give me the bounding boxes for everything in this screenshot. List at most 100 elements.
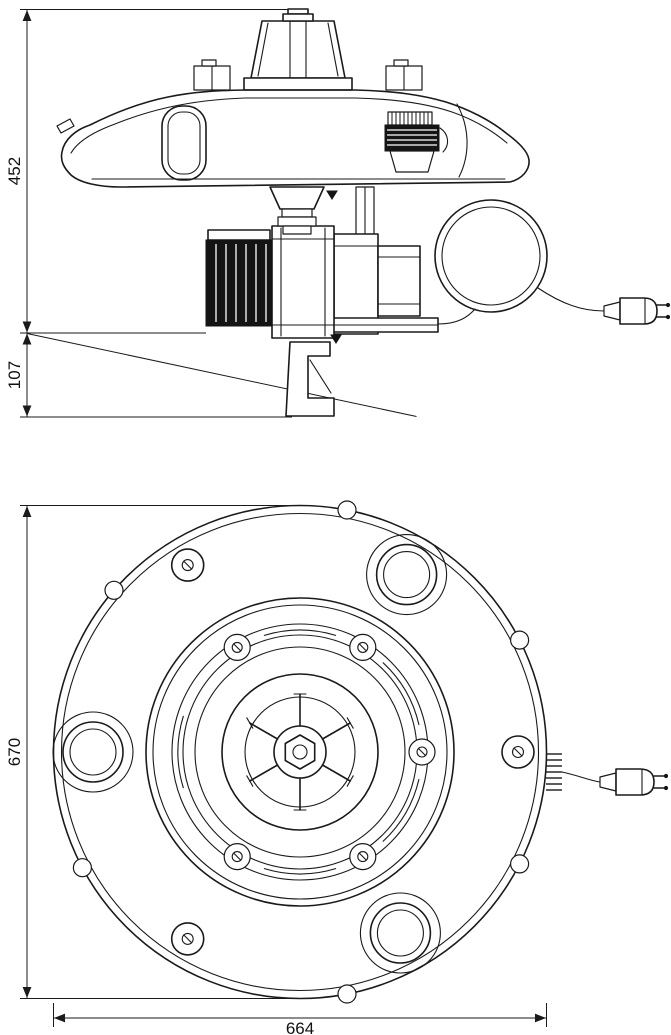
hub-hex-nut: [284, 734, 316, 770]
spoke: [249, 764, 279, 782]
bracket-outline: [285, 341, 335, 417]
ring-arc: [382, 662, 420, 726]
opening-lobe: [366, 534, 448, 616]
opening-lobe: [359, 892, 441, 974]
opening-outer: [62, 721, 124, 783]
mounting-bracket: [285, 334, 342, 417]
cone-cap-lower: [282, 13, 314, 22]
hub-ring-arcs: [177, 629, 420, 875]
power-cable-side: [434, 199, 671, 325]
float-outline: [60, 89, 530, 188]
hub-circle-78: [221, 673, 379, 831]
hub-circle-128: [171, 623, 429, 881]
power-plug-plan: [599, 768, 669, 796]
rim-notch: [104, 580, 124, 600]
bracket-diagonal: [309, 359, 332, 394]
spoke-tip: [246, 775, 254, 787]
screw-boss: [170, 548, 205, 582]
cable-run-right: [537, 287, 605, 312]
screw: [408, 738, 436, 766]
plan-width-dim-label: 664: [286, 1019, 314, 1035]
power-plug-side: [603, 297, 671, 325]
screw-boss: [170, 922, 205, 956]
rim-notch: [509, 854, 530, 874]
screw-slot: [183, 560, 193, 570]
screw-boss: [501, 735, 535, 769]
side-box-left-tab: [201, 59, 217, 67]
cable-coil-outer: [434, 199, 548, 313]
hub-center-hole: [292, 744, 308, 760]
side-box-right-tab: [393, 59, 409, 67]
clamp-block: [384, 124, 440, 152]
shaft-ring-1: [281, 208, 313, 218]
opening-inner: [69, 728, 117, 776]
screw-slot: [183, 934, 193, 944]
spoke-tip: [246, 717, 254, 729]
clamp-lower: [389, 150, 435, 173]
cone-rib: [327, 22, 339, 77]
screw-head: [181, 559, 194, 572]
clamp-grill: [387, 111, 433, 126]
rim-notches: [72, 500, 530, 1004]
screw: [223, 842, 251, 871]
spoke: [321, 764, 352, 782]
cooling-fins: [215, 244, 267, 322]
spoke: [249, 722, 279, 740]
handle-recess-outer: [161, 105, 207, 181]
cooling-fin-block: [205, 239, 273, 327]
cable-coil-inner: [441, 206, 541, 306]
float-outline-plan: [52, 500, 548, 1004]
cable-clamp-detail: [384, 111, 449, 173]
ring-arc: [263, 868, 337, 875]
spoke: [321, 722, 352, 740]
motor-body: [271, 225, 335, 339]
motor-top-cap: [207, 229, 271, 241]
float-openings: [52, 534, 448, 974]
ring-arc: [263, 629, 337, 636]
hub-circle-147: [152, 604, 448, 900]
side-lower-dim-label: 107: [5, 361, 24, 389]
spoke-tip: [346, 717, 354, 729]
rim-notch: [509, 630, 530, 650]
opening-lobe: [52, 711, 134, 793]
cone-flange: [243, 77, 353, 91]
plan-height-dim-label: 670: [5, 738, 24, 766]
rim-notch: [337, 984, 357, 1004]
plan-dimensions: 670 664: [5, 505, 547, 1035]
opening-inner: [376, 909, 424, 957]
clamp-block-ridges: [387, 129, 437, 146]
clamp-hook: [439, 127, 449, 153]
plug-body: [619, 297, 658, 325]
position-marker-lower: [330, 334, 342, 344]
ring-arc: [177, 715, 184, 789]
plug-boot: [599, 772, 617, 792]
rim-inner: [60, 512, 540, 992]
plug-body: [615, 768, 655, 796]
shaft-ring-3: [282, 225, 312, 235]
hub-circle-117: [182, 634, 418, 870]
clamp-grill-lines: [391, 112, 429, 125]
power-cable-plan: [546, 753, 669, 796]
hub-circle-154: [145, 597, 455, 907]
spoke-tip: [346, 775, 354, 787]
rim-screw-bosses: [170, 548, 535, 956]
float-contour-arc: [456, 103, 468, 178]
shaft-bell: [269, 186, 325, 210]
plan-view: 670 664: [5, 500, 669, 1035]
motor-cone: [193, 8, 423, 91]
side-dimensions: 452 107: [5, 9, 417, 418]
screw-head: [511, 745, 525, 759]
screw-head: [181, 932, 194, 945]
side-height-dim-label: 452: [5, 157, 24, 185]
strain-relief-spring: [546, 753, 562, 791]
inner-screws: [223, 633, 436, 871]
cone-rib: [257, 22, 269, 77]
opening-outer: [375, 543, 438, 606]
center-hub: [145, 597, 455, 907]
plug-pin-tip: [663, 785, 669, 791]
rim-notch: [337, 500, 357, 520]
screw: [349, 842, 377, 871]
float-body-side: [56, 89, 530, 188]
impeller-spokes: [246, 693, 354, 811]
